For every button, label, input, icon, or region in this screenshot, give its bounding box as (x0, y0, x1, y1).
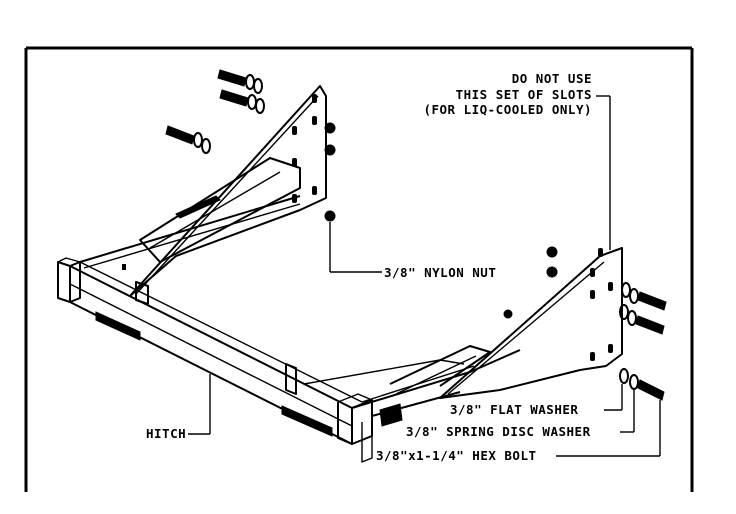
hitch-label: HITCH (146, 426, 186, 441)
leader-lines (188, 95, 661, 457)
slot-hole (590, 352, 595, 361)
drawing-frame (24, 46, 694, 492)
left-bolt-set (165, 69, 382, 273)
slot-hole (608, 344, 613, 353)
bolt-icon (621, 282, 667, 311)
bolt-icon (619, 368, 665, 401)
slot-hole (312, 94, 317, 103)
bolt-icon (217, 69, 263, 94)
nut-icon (324, 122, 336, 222)
spring-disc-washer-label: 3/8" SPRING DISC WASHER (406, 424, 591, 439)
slot-hole (590, 268, 595, 277)
left-mounting-plate (122, 85, 327, 297)
hex-bolt-label: 3/8"x1-1/4" HEX BOLT (376, 448, 537, 463)
slot-hole (608, 282, 613, 291)
slot-hole (598, 248, 603, 257)
slot-hole (312, 186, 317, 195)
nut-icon (503, 246, 558, 319)
slot-hole (590, 290, 595, 299)
slot-hole (292, 126, 297, 135)
flat-washer-label: 3/8" FLAT WASHER (450, 402, 578, 417)
right-mounting-plate (439, 247, 623, 399)
slot-hole (122, 264, 126, 270)
warning-label-line3: (FOR LIQ-COOLED ONLY) (423, 102, 592, 117)
warning-label-line2: THIS SET OF SLOTS (456, 87, 592, 102)
hitch-frame (57, 157, 521, 463)
bolt-icon (165, 125, 211, 154)
bolt-icon (219, 89, 265, 114)
right-bolt-set (503, 246, 667, 401)
slot-hole (292, 158, 297, 167)
bolt-icon (619, 304, 665, 335)
slot-hole (312, 116, 317, 125)
nylon-nut-label: 3/8" NYLON NUT (384, 265, 496, 280)
warning-label-line1: DO NOT USE (512, 71, 592, 86)
callout-labels: DO NOT USE THIS SET OF SLOTS (FOR LIQ-CO… (146, 71, 592, 463)
slot-hole (292, 194, 297, 203)
